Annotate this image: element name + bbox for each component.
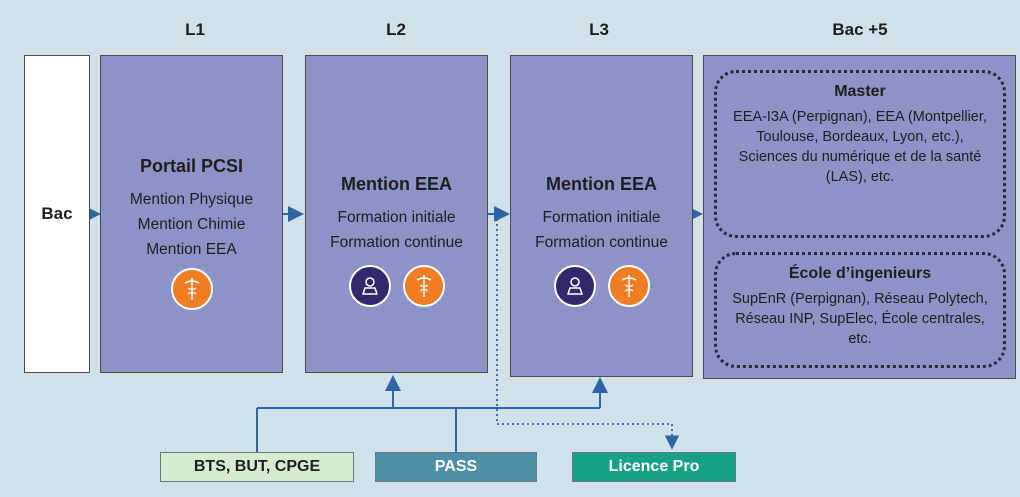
- master-body: EEA-I3A (Perpignan), EEA (Montpellier, T…: [733, 109, 987, 185]
- column-header-l1: L1: [185, 20, 205, 39]
- l3-title: Mention EEA: [546, 174, 657, 194]
- master-title: Master: [834, 83, 886, 100]
- bac-box: Bac: [24, 55, 90, 373]
- column-header-l3: L3: [589, 20, 609, 39]
- accessible-alternance-badge: [553, 265, 596, 307]
- caduceus-icon: [184, 278, 199, 300]
- ecole-body: SupEnR (Perpignan), Réseau Polytech, Rés…: [732, 291, 988, 347]
- ecole-title: École d’ingenieurs: [788, 265, 932, 282]
- bts-but-cpge-box: BTS, BUT, CPGE: [160, 452, 354, 482]
- l1-line: Mention EEA: [146, 241, 237, 258]
- licences-acces-sante-badge: [170, 268, 213, 310]
- bac5-box: Master EEA-I3A (Perpignan), EEA (Montpel…: [703, 55, 1016, 379]
- pass-label: PASS: [434, 458, 478, 475]
- l1-title: Portail PCSI: [139, 156, 244, 176]
- licences-acces-sante-badge: [402, 265, 445, 307]
- column-header-l2: L2: [386, 20, 406, 39]
- l3-line: Formation initiale: [542, 209, 661, 226]
- person-laptop-icon: [566, 277, 583, 295]
- licence-pro-box: Licence Pro: [572, 452, 736, 482]
- person-laptop-icon: [361, 277, 378, 295]
- pass-box: PASS: [375, 452, 537, 482]
- bac-label: Bac: [41, 204, 73, 223]
- caduceus-icon: [416, 275, 431, 297]
- l1-box: Portail PCSI Mention Physique Mention Ch…: [100, 55, 283, 373]
- licences-acces-sante-badge: [607, 265, 650, 307]
- l2-title: Mention EEA: [341, 174, 452, 194]
- l2-line: Formation initiale: [337, 209, 456, 226]
- caduceus-icon: [621, 275, 636, 297]
- l3-line: Formation continue: [535, 234, 668, 251]
- l2-line: Formation continue: [330, 234, 463, 251]
- l3-box: Mention EEA Formation initiale Formation…: [510, 55, 693, 377]
- ecole-panel: École d’ingenieurs SupEnR (Perpignan), R…: [714, 252, 1006, 368]
- l1-line: Mention Chimie: [137, 216, 246, 233]
- l1-line: Mention Physique: [129, 191, 254, 208]
- licence-pro-label: Licence Pro: [608, 458, 700, 475]
- dotted-arrow-licence-pro: [496, 214, 680, 450]
- column-header-bac5: Bac +5: [832, 20, 888, 39]
- bts-label: BTS, BUT, CPGE: [193, 458, 321, 475]
- master-panel: Master EEA-I3A (Perpignan), EEA (Montpel…: [714, 70, 1006, 238]
- l2-box: Mention EEA Formation initiale Formation…: [305, 55, 488, 373]
- accessible-alternance-badge: [348, 265, 391, 307]
